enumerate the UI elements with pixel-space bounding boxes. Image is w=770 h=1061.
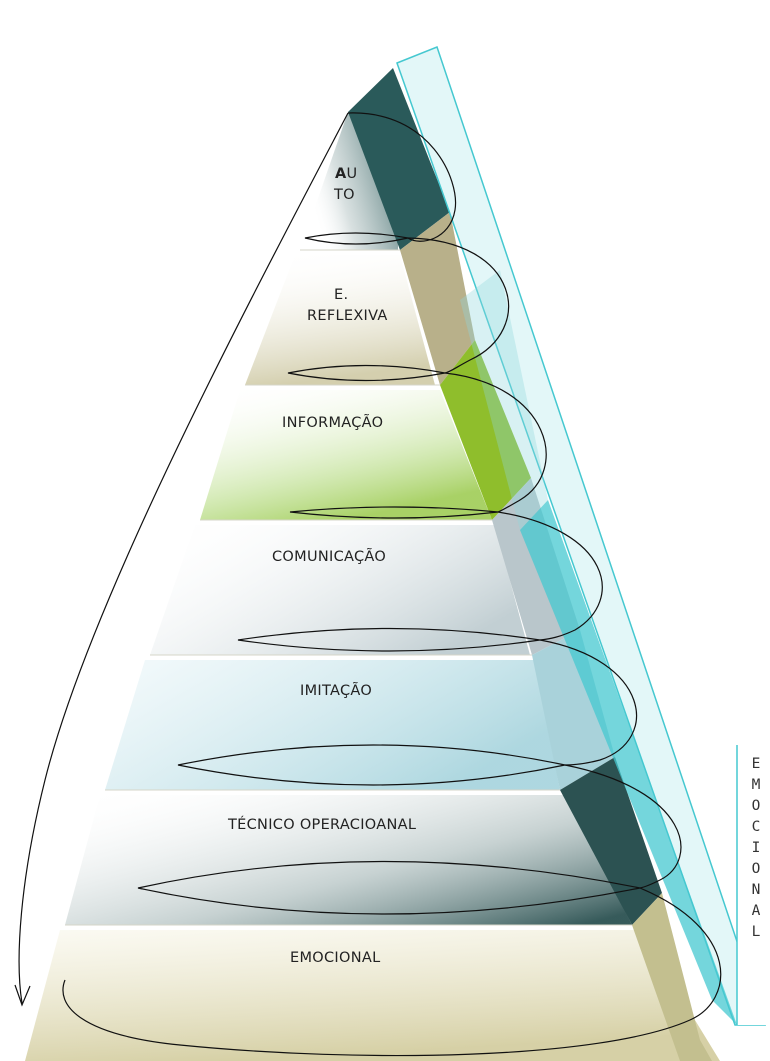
tier-emocional-fill: [25, 930, 720, 1061]
side-letter: O: [752, 798, 761, 814]
label-comunicacao: COMUNICAÇÃO: [272, 548, 386, 565]
ribbon-tecnico: [560, 757, 662, 925]
label-imitacao: IMITAÇÃO: [300, 682, 372, 699]
side-letter: L: [752, 924, 761, 940]
ribbon-auto: [348, 68, 450, 250]
ribbon-imitacao: [532, 630, 615, 790]
teal-face-upper: [460, 270, 548, 530]
label-tecnico: TÉCNICO OPERACIOANAL: [227, 816, 416, 833]
label-reflexiva-line2: REFLEXIVA: [307, 308, 388, 324]
tier-imitacao-fill: [105, 660, 560, 790]
emocional-vertical-label: E M O C I O N A L: [752, 756, 761, 940]
side-letter: N: [752, 882, 761, 898]
side-letter: C: [752, 819, 761, 835]
ribbon-informacao: [440, 340, 531, 520]
label-informacao: INFORMAÇÃO: [282, 414, 383, 431]
side-letter: I: [752, 840, 761, 856]
label-auto-line2: TO: [333, 187, 355, 203]
emocional-side-box: [737, 745, 770, 1025]
label-reflexiva-line1: E.: [334, 287, 348, 303]
label-emocional: EMOCIONAL: [290, 950, 380, 966]
tier-tecnico-fill: [65, 795, 632, 925]
teal-face: [520, 500, 737, 1025]
side-letter: E: [752, 756, 761, 772]
side-letter: O: [752, 861, 761, 877]
side-letter: A: [752, 903, 761, 919]
ribbon-reflexiva: [400, 212, 475, 385]
tier-comunicacao-fill: [150, 525, 530, 655]
tier-informacao-fill: [200, 390, 492, 520]
spiral-loops: [14, 112, 722, 1057]
side-letter: M: [752, 777, 761, 793]
tier-reflexiva-fill: [245, 255, 435, 385]
tier-dividers: [65, 249, 632, 926]
label-auto-line1: AU: [335, 166, 357, 182]
